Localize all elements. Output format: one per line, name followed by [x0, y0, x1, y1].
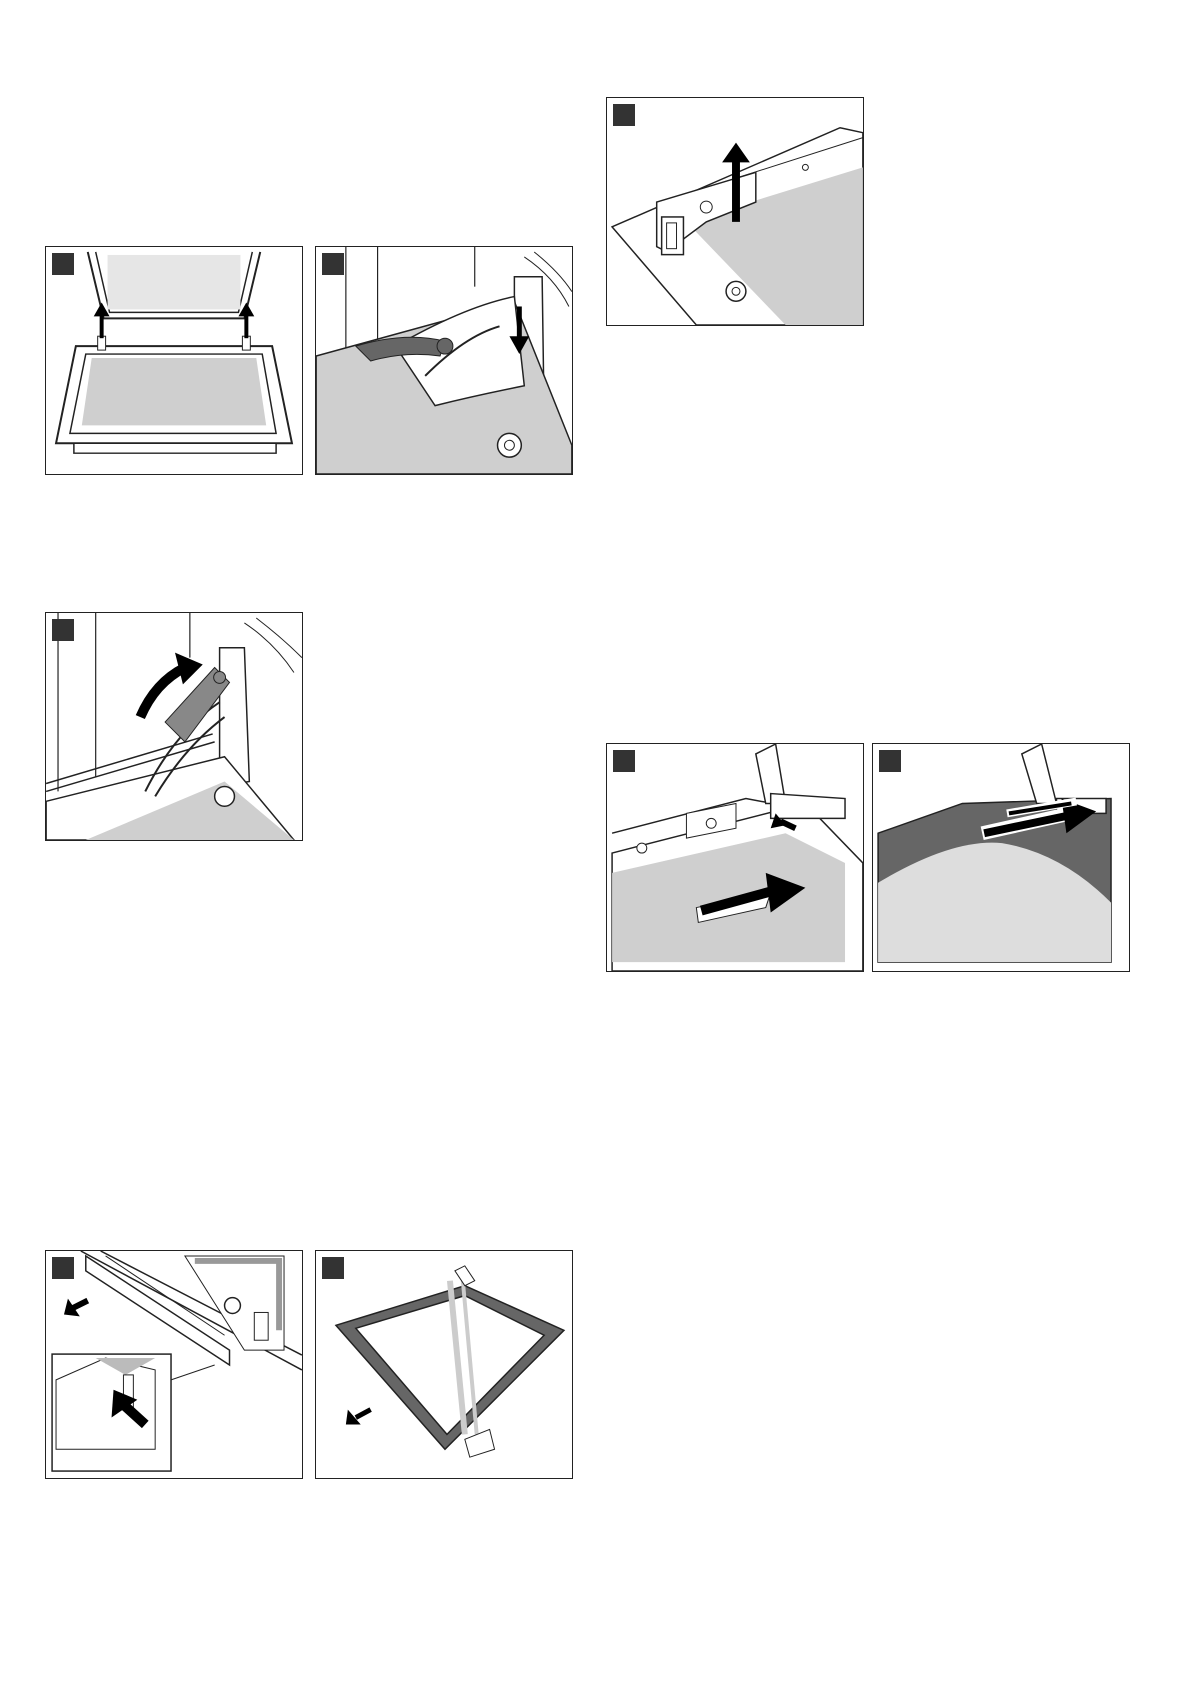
door-lift-arrows-icon — [46, 247, 302, 474]
step-badge — [613, 104, 635, 126]
step-badge — [879, 750, 901, 772]
glass-pane-removal-icon — [316, 1251, 572, 1478]
step-badge — [322, 253, 344, 275]
figure-cover-strip-removal — [45, 1250, 303, 1479]
figure-door-lift — [45, 246, 303, 475]
glass-slide-in-icon — [607, 744, 863, 971]
hinge-clip-lift-icon — [607, 98, 863, 325]
figure-hinge-lever-up — [45, 612, 303, 841]
hinge-lever-down-icon — [316, 247, 572, 474]
glass-push-under-clip-icon — [873, 744, 1129, 971]
hinge-lever-up-icon — [46, 613, 302, 840]
figure-glass-slide-in — [606, 743, 864, 972]
step-badge — [52, 1257, 74, 1279]
step-badge — [613, 750, 635, 772]
figure-glass-push-under-clip — [872, 743, 1130, 972]
figure-hinge-clip-lift — [606, 97, 864, 326]
figure-hinge-lever-down — [315, 246, 573, 475]
step-badge — [52, 619, 74, 641]
step-badge — [52, 253, 74, 275]
cover-strip-removal-icon — [46, 1251, 302, 1478]
figure-glass-pane-removal — [315, 1250, 573, 1479]
step-badge — [322, 1257, 344, 1279]
